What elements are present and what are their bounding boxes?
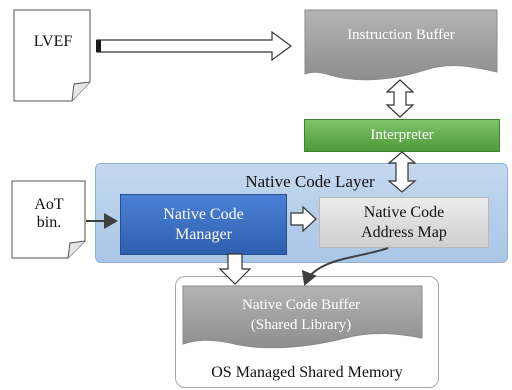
- aot-binary-label: AoT bin.: [17, 196, 81, 233]
- address-map-label-line1: Native Code: [363, 203, 445, 221]
- aot-label-line1: AoT: [34, 196, 64, 213]
- interpreter-label: Interpreter: [370, 127, 434, 144]
- shared-memory-title: OS Managed Shared Memory: [211, 364, 403, 381]
- native-code-manager-label-line2: Manager: [175, 225, 232, 243]
- instruction-buffer-shape: [304, 9, 498, 81]
- native-code-buffer-label: Native Code Buffer (Shared Library): [185, 296, 417, 335]
- lvef-arrow-tail-mark: [96, 40, 101, 52]
- lvef-to-buffer-arrow: [96, 30, 293, 62]
- aot-label-line2: bin.: [36, 214, 62, 232]
- lvef-label: LVEF: [33, 33, 73, 50]
- native-code-layer-title: Native Code Layer: [245, 172, 375, 191]
- buffer-interpreter-double-arrow: [385, 79, 415, 118]
- native-code-buffer-label-line2: (Shared Library): [250, 316, 352, 333]
- lvef-document-icon: [13, 9, 91, 102]
- interpreter-box: Interpreter: [304, 119, 500, 152]
- instruction-buffer-label: Instruction Buffer: [347, 27, 455, 43]
- native-code-manager-label-line1: Native Code: [163, 205, 244, 223]
- native-code-address-map-box: Native Code Address Map: [319, 197, 489, 248]
- native-code-manager-box: Native Code Manager: [120, 194, 287, 255]
- address-map-label-line2: Address Map: [361, 223, 447, 241]
- native-code-buffer-label-line1: Native Code Buffer: [241, 297, 361, 313]
